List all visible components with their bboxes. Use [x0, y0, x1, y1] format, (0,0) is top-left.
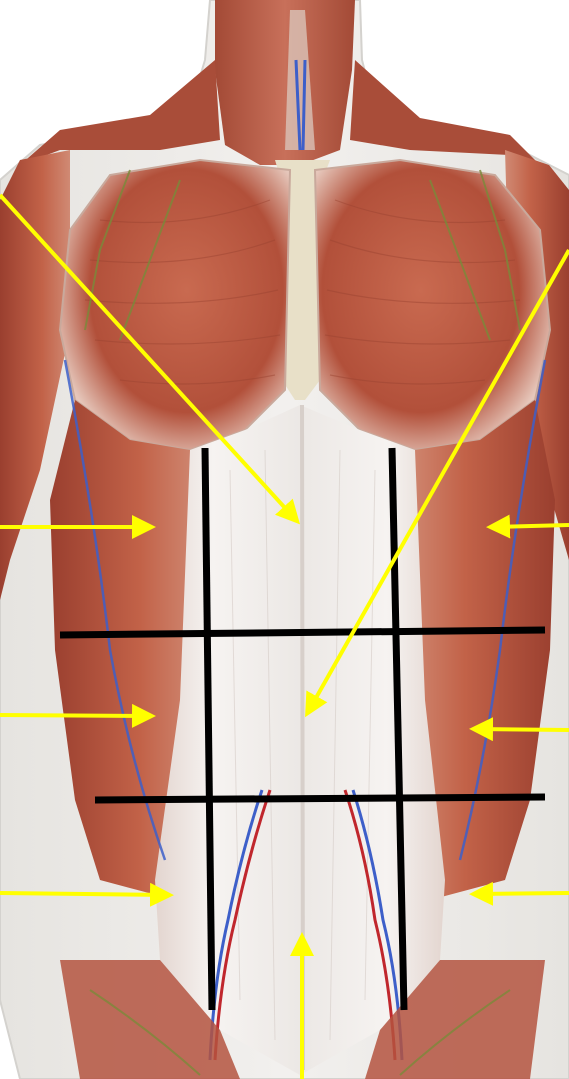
region-line-horizontal-upper	[60, 630, 545, 635]
arrow-left-lower	[0, 893, 168, 895]
arrow-right-middle	[475, 729, 569, 730]
pectoralis-left	[60, 160, 290, 450]
arrow-left-middle	[0, 715, 150, 716]
arrow-right-lower	[475, 893, 569, 894]
arrow-right-upper	[492, 525, 569, 527]
neck-muscles	[215, 0, 355, 165]
region-line-horizontal-lower	[95, 797, 545, 800]
